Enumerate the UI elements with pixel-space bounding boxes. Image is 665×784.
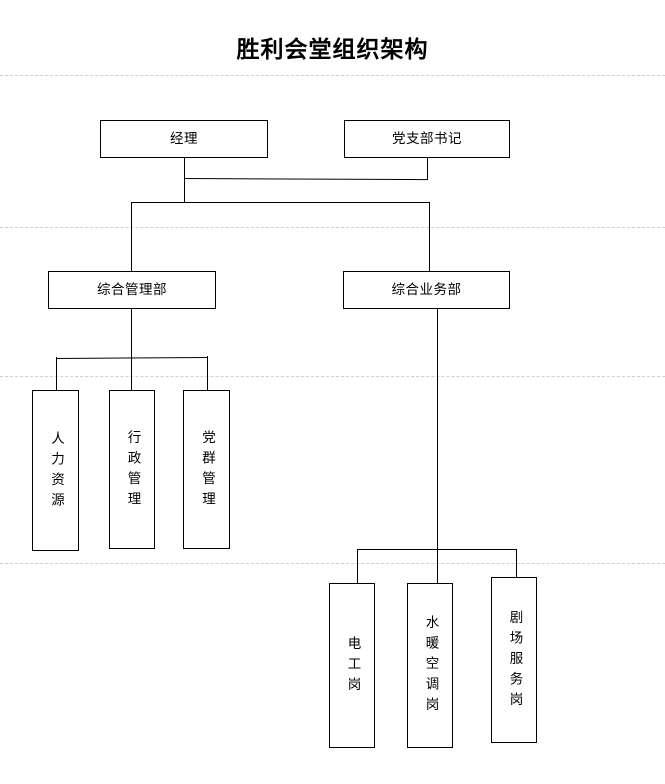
connector-right-drop-1 [357,549,358,583]
org-node-party-mass-management[interactable]: 党群管理 [183,390,230,549]
page-guide-line [0,75,665,76]
org-node-hvac-post[interactable]: 水暖空调岗 [407,583,453,748]
org-node-general-management-dept[interactable]: 综合管理部 [48,271,216,309]
org-node-general-business-dept[interactable]: 综合业务部 [343,271,510,309]
page-guide-line [0,376,665,377]
connector-manager-stem [184,158,185,179]
org-node-electrician-post[interactable]: 电工岗 [329,583,375,748]
org-node-administrative-management[interactable]: 行政管理 [109,390,155,549]
page-title: 胜利会堂组织架构 [236,37,429,62]
connector-left-branch-stem [131,309,132,358]
connector-manager-drop [184,178,185,203]
page-guide-line [0,563,665,564]
connector-level2-drop-left [131,202,132,271]
connector-right-drop-3 [516,549,517,577]
connector-level2-drop-right [429,202,430,271]
connector-manager-to-party-secretary [183,178,428,181]
org-node-human-resources[interactable]: 人力资源 [32,390,79,551]
connector-right-branch-stem [437,309,438,550]
org-node-manager[interactable]: 经理 [100,120,268,158]
org-node-theater-service-post[interactable]: 剧场服务岗 [491,577,537,743]
connector-left-drop-1 [56,357,57,390]
org-node-party-secretary[interactable]: 党支部书记 [344,120,510,158]
connector-party-secretary-stem [427,158,428,179]
page-guide-line [0,227,665,228]
connector-left-drop-3 [207,356,208,390]
connector-left-drop-2 [131,357,132,390]
connector-right-drop-2 [437,549,438,583]
connector-level2-bus [131,202,430,203]
